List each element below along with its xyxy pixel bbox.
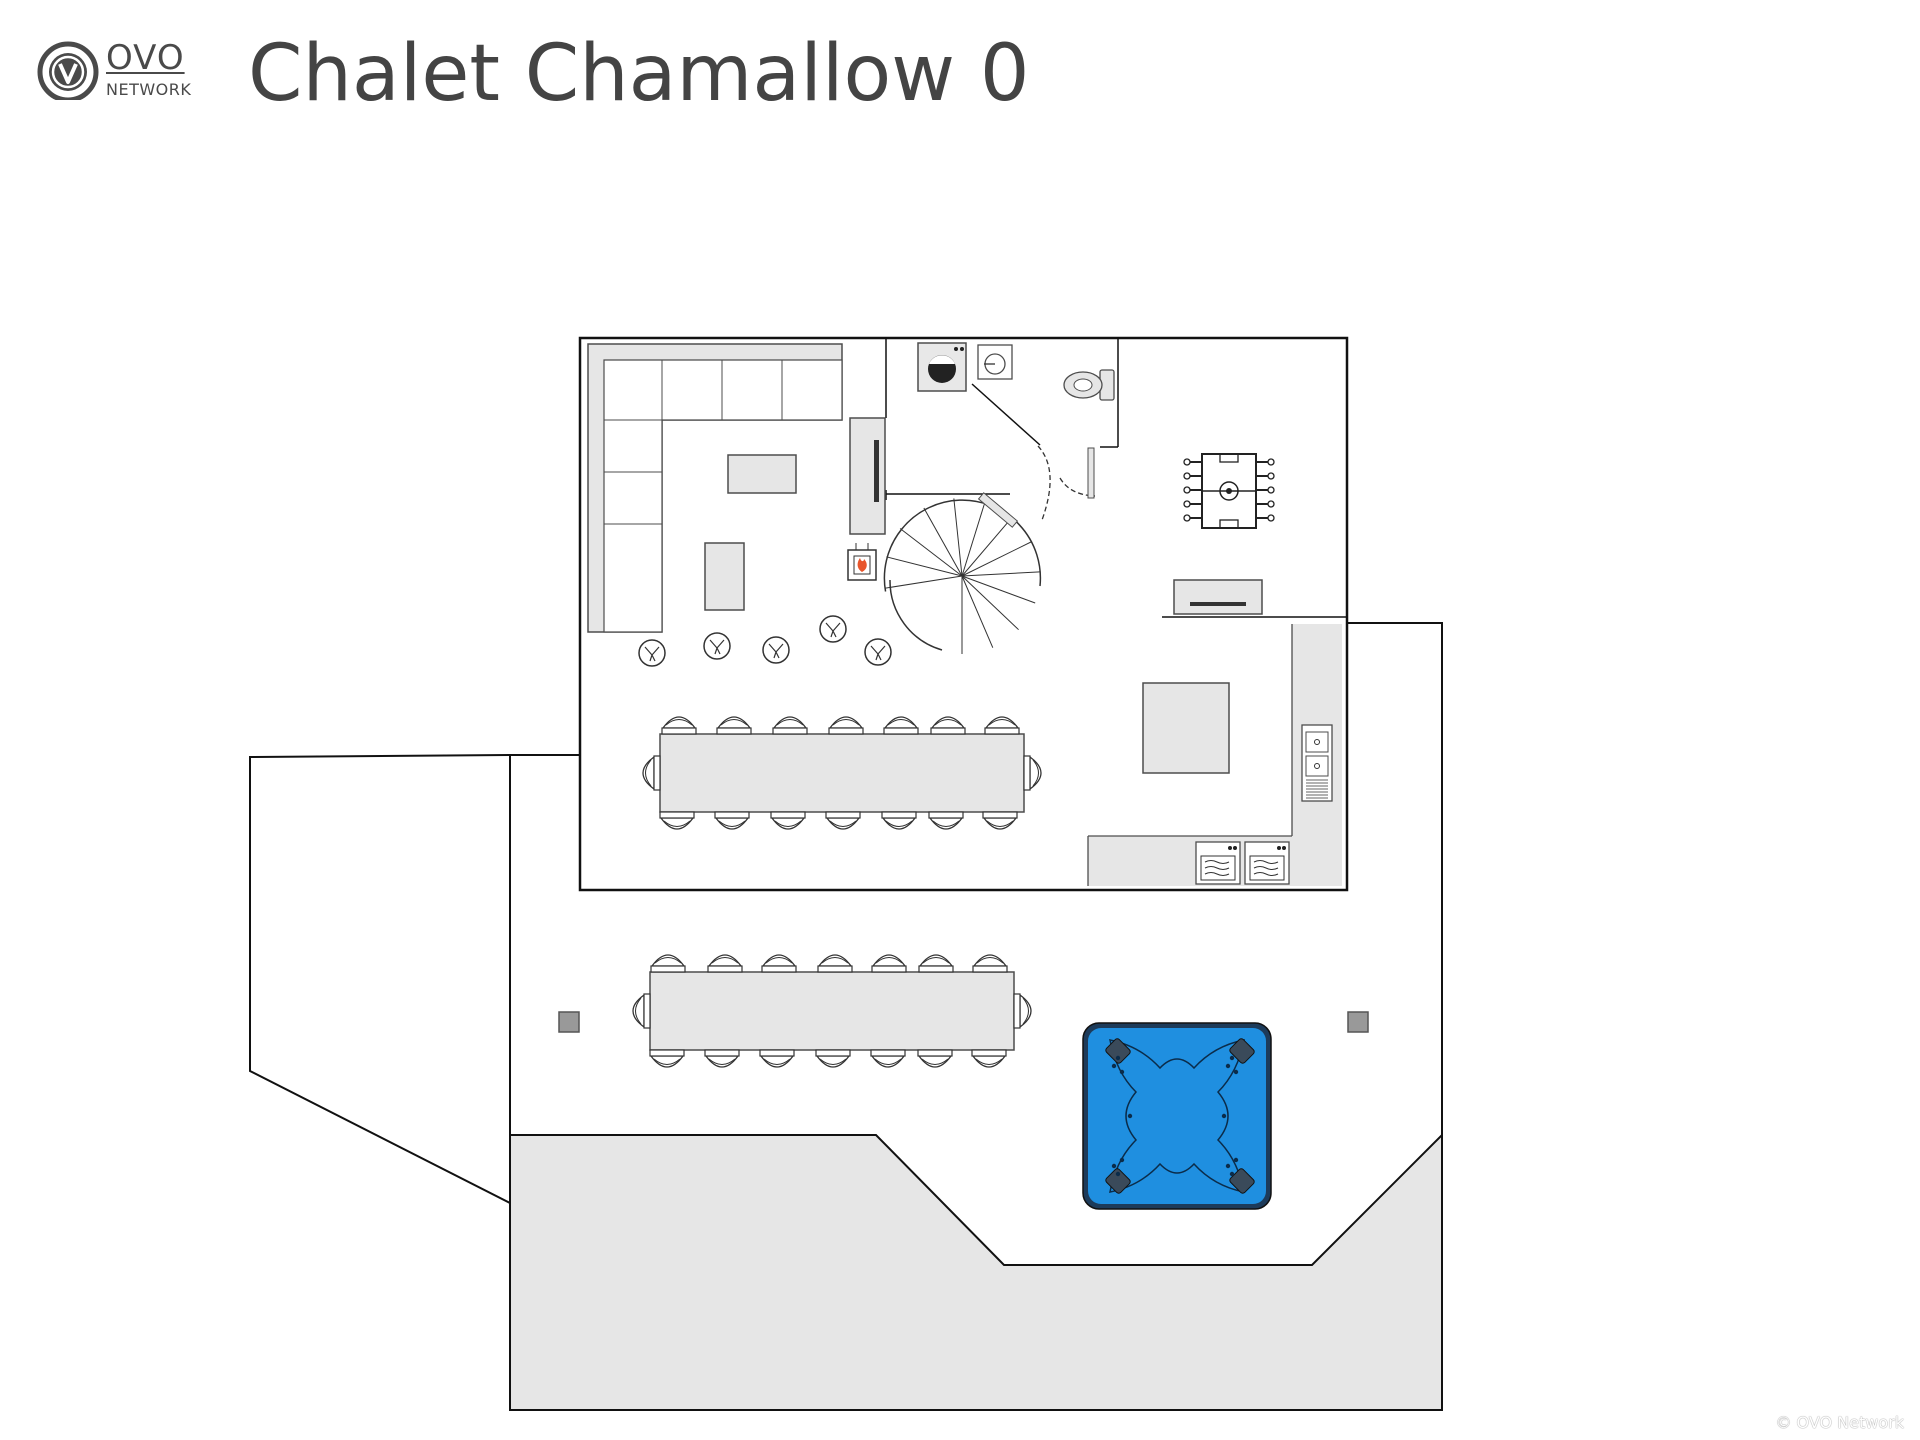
logo-word: OVO — [106, 38, 185, 78]
chair-icon — [707, 954, 743, 973]
stool-icon — [638, 639, 666, 667]
chair-icon — [714, 811, 750, 830]
side-table-icon — [1173, 579, 1263, 615]
chair-icon — [817, 954, 853, 973]
chair-icon — [972, 954, 1008, 973]
chair-icon — [982, 811, 1018, 830]
kitchen-island-icon — [1142, 682, 1230, 774]
side-table-icon — [704, 542, 745, 611]
chair-icon — [930, 716, 966, 735]
chair-icon — [1023, 755, 1042, 791]
chair-icon — [661, 716, 697, 735]
chair-icon — [984, 716, 1020, 735]
chair-icon — [828, 716, 864, 735]
stool-icon — [703, 632, 731, 660]
wood-stove-icon — [847, 543, 877, 581]
stool-icon — [864, 638, 892, 666]
dining-table-icon — [649, 971, 1015, 1051]
chair-icon — [642, 755, 661, 791]
chair-icon — [704, 1049, 740, 1068]
chair-icon — [772, 716, 808, 735]
coffee-table-icon — [727, 454, 797, 494]
spiral-staircase-icon — [883, 492, 1042, 654]
bathroom-wall — [971, 383, 1041, 446]
dining-table-icon — [659, 733, 1025, 813]
chair-icon — [761, 954, 797, 973]
chair-icon — [716, 716, 752, 735]
chair-icon — [815, 1049, 851, 1068]
chair-icon — [971, 1049, 1007, 1068]
ovo-network-logo: OVO NETWORK — [36, 36, 206, 108]
door-icon — [1037, 445, 1096, 521]
chair-icon — [825, 811, 861, 830]
chair-icon — [650, 954, 686, 973]
double-sink-icon — [1301, 724, 1333, 802]
chair-icon — [928, 811, 964, 830]
chair-icon — [871, 954, 907, 973]
furniture — [558, 342, 1369, 1210]
table-football-icon — [1183, 453, 1275, 529]
oven-icon — [1195, 841, 1241, 885]
copyright: © OVO Network — [1775, 1413, 1904, 1432]
chair-icon — [770, 811, 806, 830]
chair-icon — [870, 1049, 906, 1068]
stool-icon — [762, 636, 790, 664]
chair-icon — [918, 954, 954, 973]
garden-area — [509, 1132, 1443, 1411]
terrace-post-icon — [558, 1011, 580, 1033]
chair-icon — [759, 1049, 795, 1068]
sink-icon — [977, 344, 1013, 380]
logo-subtitle: NETWORK — [106, 80, 192, 99]
chair-icon — [659, 811, 695, 830]
terrace-post-icon — [1347, 1011, 1369, 1033]
hot-tub-icon — [1082, 1022, 1272, 1210]
chair-icon — [632, 993, 651, 1029]
toilet-icon — [1063, 369, 1115, 401]
chair-icon — [1013, 993, 1032, 1029]
chair-icon — [917, 1049, 953, 1068]
page-title: Chalet Chamallow 0 — [248, 29, 1030, 119]
chair-icon — [881, 811, 917, 830]
chair-icon — [883, 716, 919, 735]
washing-machine-icon — [917, 342, 967, 392]
oven-icon — [1244, 841, 1290, 885]
side-terrace — [249, 753, 511, 1205]
sofa-icon — [587, 343, 843, 633]
stool-icon — [819, 615, 847, 643]
tv-unit-icon — [849, 417, 886, 535]
chair-icon — [649, 1049, 685, 1068]
